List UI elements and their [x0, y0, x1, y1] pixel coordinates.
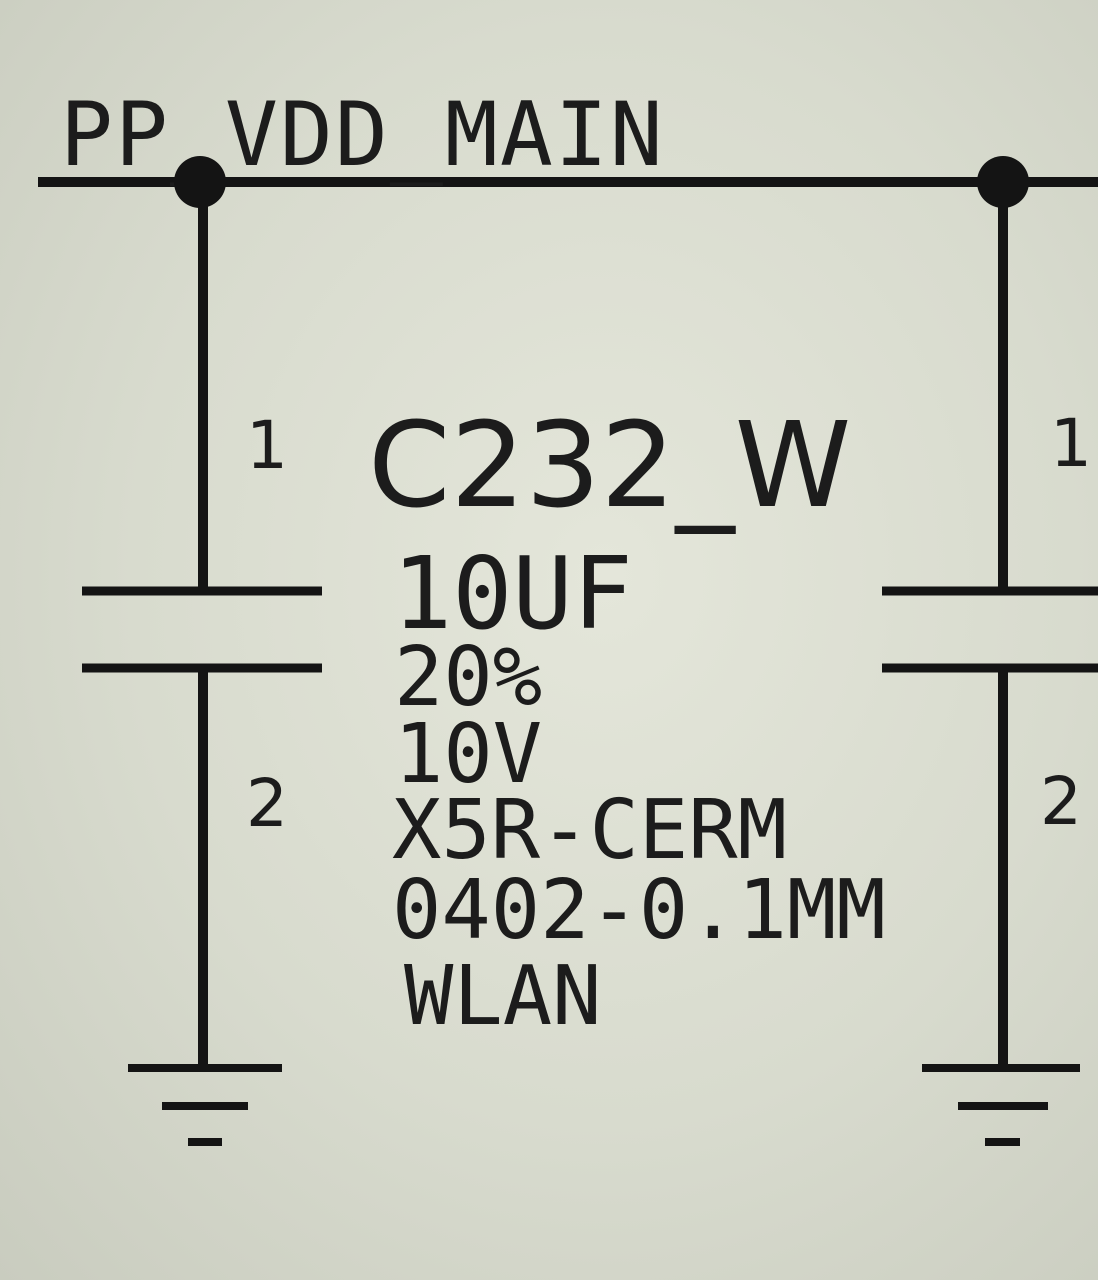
right-ground-symbol	[922, 1064, 1080, 1146]
component-refdes: C232_W	[368, 396, 851, 534]
right-pin-1-label: 1	[1050, 405, 1092, 482]
right-pin-2-label: 2	[1040, 763, 1082, 840]
component-voltage: 10V	[394, 707, 542, 802]
component-tolerance: 20%	[394, 630, 542, 725]
left-ground-symbol	[128, 1064, 282, 1146]
component-group: WLAN	[404, 949, 601, 1044]
left-pin-2-label: 2	[246, 765, 288, 842]
component-package: 0402-0.1MM	[392, 863, 886, 958]
component-dielectric: X5R-CERM	[392, 783, 787, 878]
left-pin-1-label: 1	[246, 407, 288, 484]
component-value: 10UF	[392, 535, 633, 652]
net-label: PP_VDD_MAIN	[60, 83, 665, 186]
